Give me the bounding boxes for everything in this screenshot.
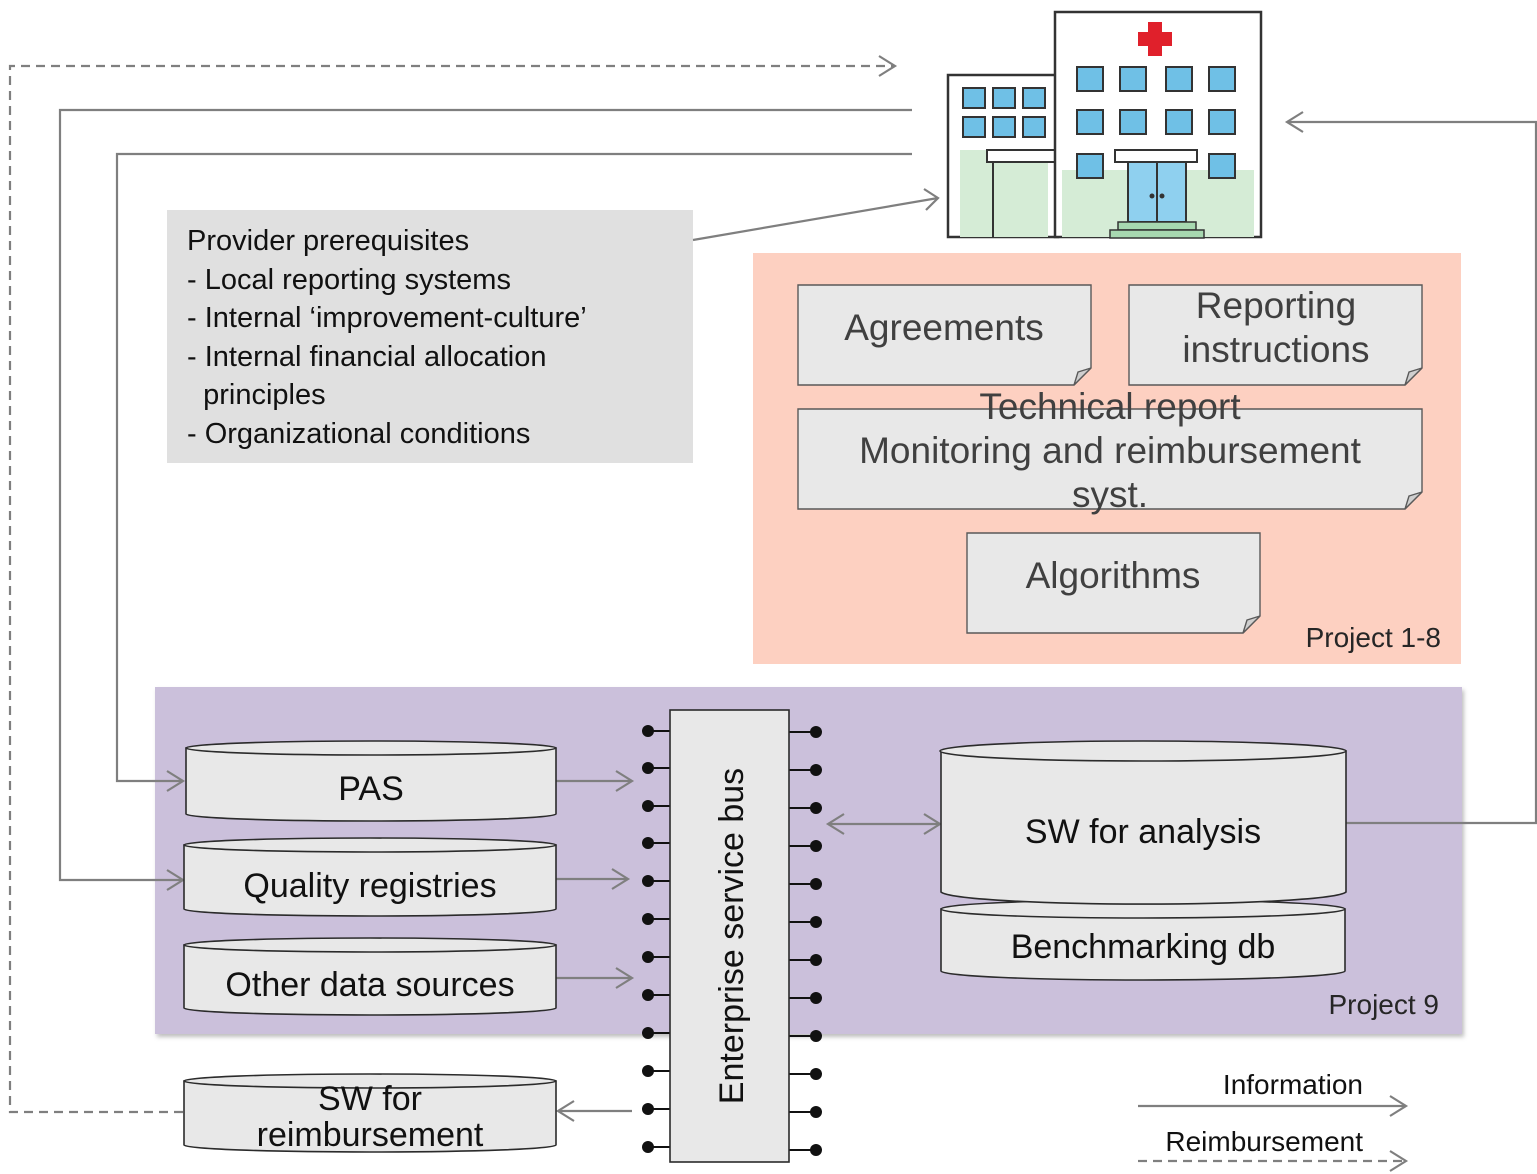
sw-analysis-label: SW for analysis — [1025, 813, 1261, 851]
technical-report-doc: Technical report Monitoring and reimburs… — [797, 386, 1423, 515]
sw-reimbursement-cylinder: SW for reimbursement — [183, 1073, 557, 1154]
provider-prerequisites-box: Provider prerequisites - Local reporting… — [167, 210, 693, 463]
sw-reimbursement-line-1: reimbursement — [257, 1116, 484, 1154]
benchmarking-db-label: Benchmarking db — [1011, 928, 1276, 966]
benchmarking-db-cylinder: Benchmarking db — [940, 899, 1346, 981]
reporting-instructions-doc: Reporting instructions — [1128, 284, 1423, 386]
provider-line-1: - Local reporting systems — [187, 264, 511, 296]
agreements-doc: Agreements — [797, 284, 1092, 386]
legend: Information Reimbursement — [1138, 1069, 1409, 1172]
hospital-icon — [946, 10, 1263, 239]
provider-line-3: - Internal financial allocation — [187, 341, 546, 373]
sw-reimbursement-line-0: SW for — [318, 1080, 422, 1118]
project-1-8-label: Project 1-8 — [1306, 622, 1441, 653]
quality-registries-cylinder: Quality registries — [183, 837, 557, 917]
provider-line-2: - Internal ‘improvement-culture’ — [187, 302, 587, 334]
pas-cylinder: PAS — [185, 740, 557, 822]
sw-analysis-cylinder: SW for analysis — [939, 740, 1347, 905]
provider-line-5: - Organizational conditions — [187, 418, 530, 450]
provider-line-0: Provider prerequisites — [187, 225, 469, 257]
pas-label: PAS — [338, 770, 404, 808]
enterprise-service-bus-label: Enterprise service bus — [713, 768, 751, 1104]
quality-registries-label: Quality registries — [243, 867, 496, 905]
project-9-label: Project 9 — [1329, 989, 1440, 1020]
technical-report-line-1: Monitoring and reimbursement — [859, 430, 1362, 471]
algorithms-doc: Algorithms — [966, 532, 1261, 634]
reporting-instructions-line-0: Reporting — [1196, 285, 1356, 326]
technical-report-line-0: Technical report — [979, 386, 1241, 427]
provider-line-4: principles — [187, 379, 326, 411]
agreements-label: Agreements — [844, 307, 1044, 348]
technical-report-line-2: syst. — [1072, 474, 1148, 515]
other-data-sources-label: Other data sources — [225, 966, 514, 1004]
legend-information-label: Information — [1223, 1069, 1363, 1100]
algorithms-label: Algorithms — [1026, 555, 1201, 596]
legend-reimbursement-label: Reimbursement — [1165, 1126, 1363, 1157]
enterprise-service-bus: Enterprise service bus — [669, 709, 790, 1163]
service-bus-connectors — [642, 725, 822, 1156]
reporting-instructions-line-1: instructions — [1182, 329, 1369, 370]
other-data-sources-cylinder: Other data sources — [183, 937, 557, 1016]
